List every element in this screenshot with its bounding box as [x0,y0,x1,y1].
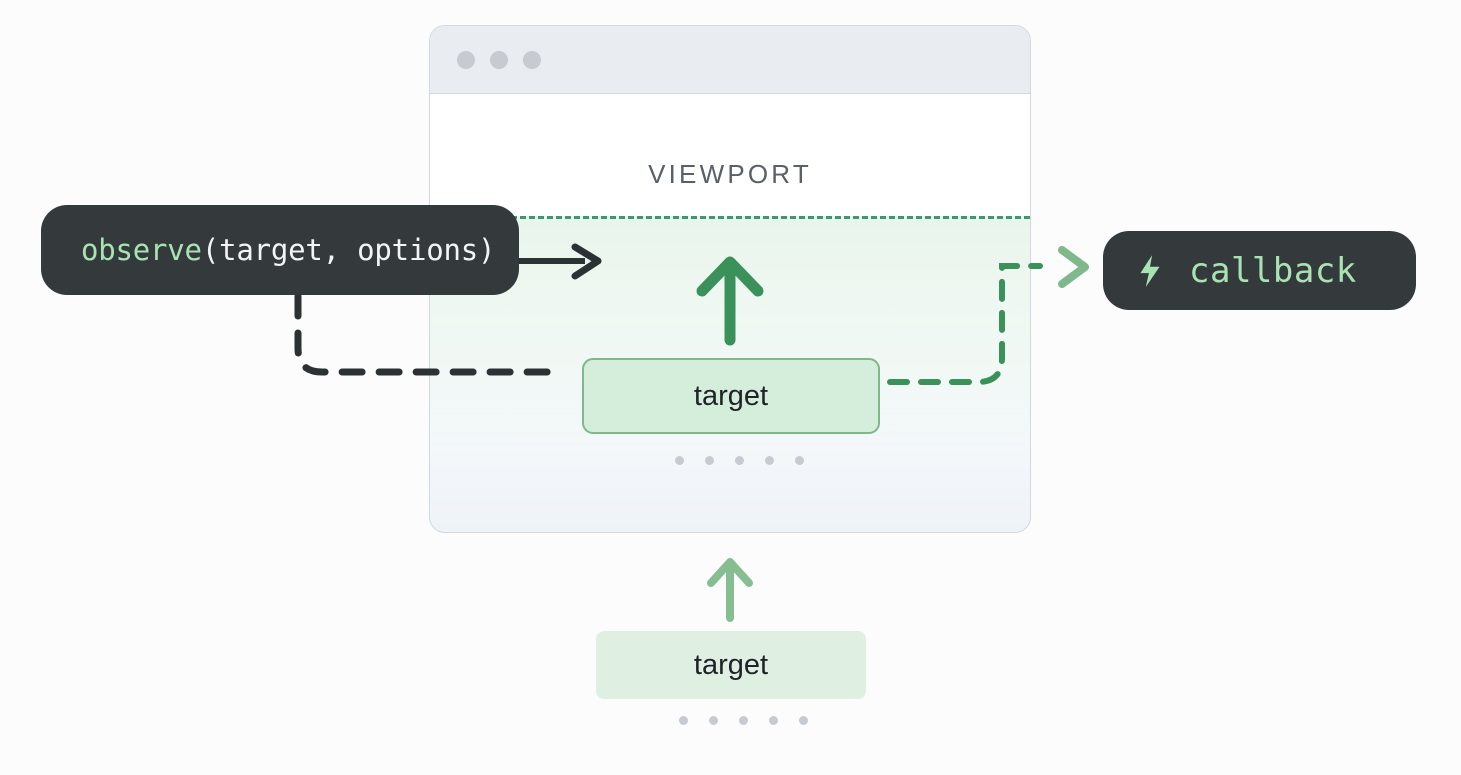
scroll-dot [705,456,714,465]
root-margin-boundary [430,216,1030,219]
scroll-dot [709,716,718,725]
browser-titlebar [430,26,1030,94]
window-dot-close-icon[interactable] [457,51,475,69]
scroll-up-arrow-below-icon [707,558,753,622]
scroll-dot [765,456,774,465]
callback-label: callback [1189,250,1357,291]
scroll-dot [799,716,808,725]
lightning-bolt-icon [1140,254,1160,287]
target-box-inside-label: target [693,379,769,412]
observe-pill[interactable]: observe(target, options) [41,205,519,295]
callback-pill[interactable]: callback [1103,231,1416,310]
observe-function-name: observe [81,233,202,267]
target-box-below-viewport[interactable]: target [596,631,866,699]
target-box-inside-viewport[interactable]: target [582,358,880,434]
scroll-dot [679,716,688,725]
scroll-dots-inside [675,456,804,465]
window-dot-minimize-icon[interactable] [490,51,508,69]
target-to-callback-arrowhead-icon [1058,246,1089,288]
window-dot-maximize-icon[interactable] [523,51,541,69]
scroll-dot [795,456,804,465]
scroll-dot [769,716,778,725]
scroll-dot [675,456,684,465]
scroll-dot [739,716,748,725]
viewport-label: VIEWPORT [648,159,812,189]
window-controls [457,51,541,69]
scroll-dot [735,456,744,465]
observe-arguments: (target, options) [201,233,496,267]
scroll-dots-below [679,716,808,725]
target-box-below-label: target [693,648,769,681]
